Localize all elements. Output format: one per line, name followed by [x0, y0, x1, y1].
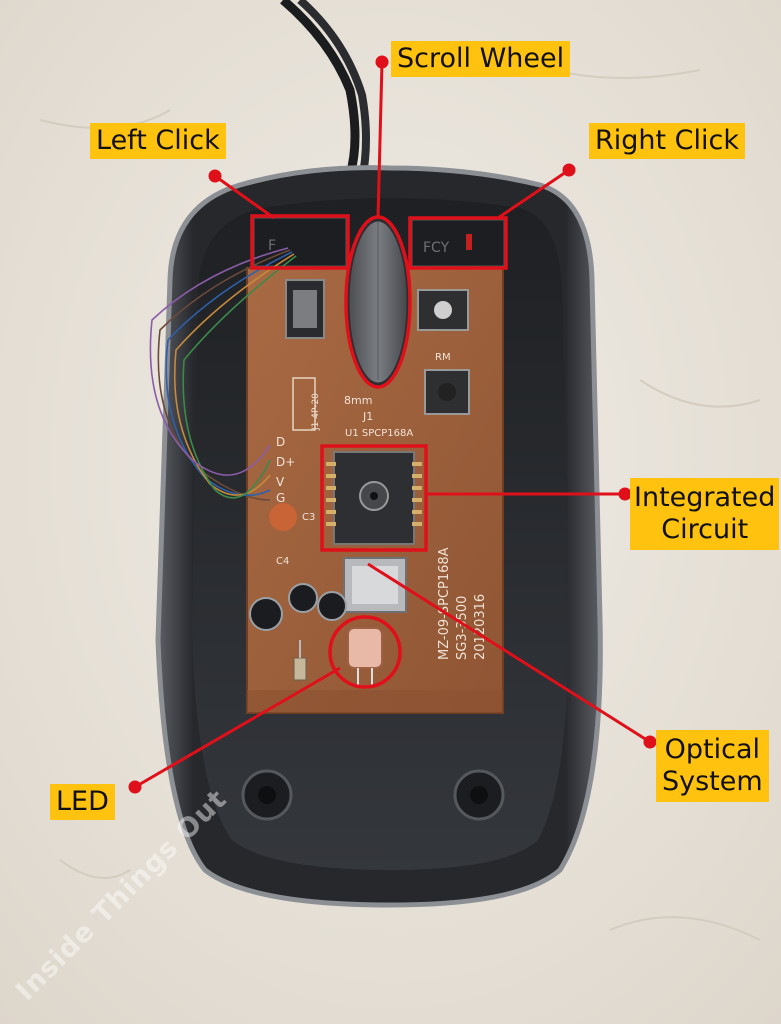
integrated-circuit-text-2: Circuit [661, 513, 749, 545]
c3-label: C3 [302, 512, 315, 523]
leader-lines [128, 55, 657, 794]
signal-wires [149, 247, 297, 501]
highlights [250, 214, 508, 689]
rm-label: RM [435, 352, 451, 363]
svg-text:FCY: FCY [423, 240, 450, 256]
c4-label: C4 [276, 556, 289, 567]
j1-connector-label: J1 4P-20 [311, 393, 321, 431]
callout-right-click: Right Click [589, 123, 746, 159]
pin-d: D [276, 435, 285, 449]
led-component [347, 627, 383, 669]
board-id-3: 20120316 [473, 594, 488, 660]
svg-text:F: F [268, 238, 276, 254]
callout-led: LED [50, 784, 115, 820]
ceramic-capacitor [269, 503, 297, 531]
usb-cable [280, 0, 360, 177]
callout-integrated-circuit: Integrated Circuit [630, 478, 780, 550]
right-click-text: Right Click [595, 125, 740, 156]
optical-system-text-1: Optical [664, 734, 761, 765]
callout-scroll-wheel: Scroll Wheel [391, 41, 571, 77]
scroll-wheel-text: Scroll Wheel [397, 43, 565, 74]
led-text: LED [56, 786, 109, 817]
pin-dplus: D+ [276, 455, 295, 469]
usb-cable-2 [297, 0, 370, 181]
ic-pins [326, 462, 422, 526]
resistor [293, 657, 307, 681]
left-click-text: Left Click [96, 125, 220, 156]
u1-label: U1 SPCP168A [345, 428, 413, 439]
j1-label: J1 [362, 410, 373, 423]
integrated-circuit-text-1: Integrated [634, 482, 776, 513]
electrolytic-cap-2 [288, 583, 318, 613]
right-click-box [408, 216, 508, 270]
led-circle [328, 615, 402, 689]
optical-system-text-2: System [662, 765, 763, 797]
left-click-box [250, 214, 350, 270]
integrated-circuit-box [320, 444, 428, 552]
right-switch [411, 219, 505, 267]
dim-label: 8mm [344, 394, 372, 407]
board-id-2: SG3-3500 [455, 596, 470, 660]
pin-labels: D D+ V G [276, 435, 295, 505]
electrolytic-cap-3 [317, 591, 347, 621]
electrolytic-cap-1 [249, 597, 283, 631]
pin-v: V [276, 475, 285, 489]
callout-optical-system: Optical System [656, 730, 769, 802]
pin-g: G [276, 491, 285, 505]
board-id-1: MZ-09-SPCP168A [437, 547, 452, 660]
callout-left-click: Left Click [90, 123, 226, 159]
